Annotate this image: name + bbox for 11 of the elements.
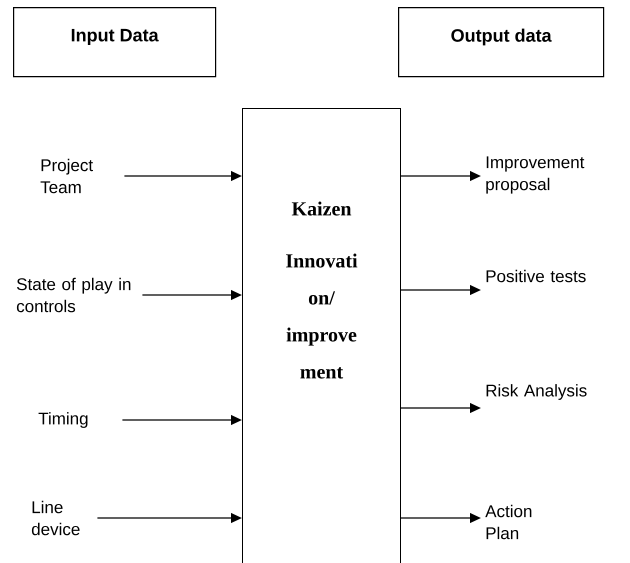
input-label: Project Team [40,158,93,194]
output-label: Improvement proposal [486,156,584,194]
output-label: Action Plan [485,504,532,540]
input-label: Timing [38,412,88,428]
heading-box: Output data [398,7,604,78]
output-label: Positive tests [486,270,586,282]
input-label: State of play in controls [16,278,130,312]
process-box: Kaizen Innovati on/ improve ment [242,108,401,563]
output-label: Risk Analysis [486,384,587,400]
heading-box: Input Data [13,7,216,78]
input-label: Line device [32,500,80,536]
